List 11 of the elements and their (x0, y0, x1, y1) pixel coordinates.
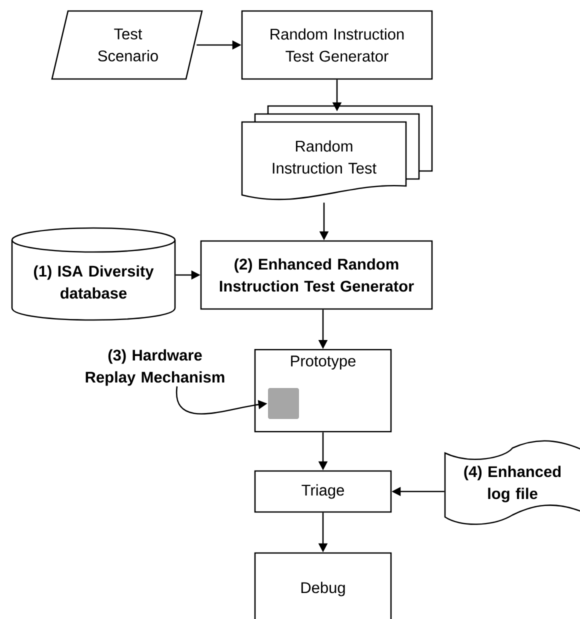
database-cylinder: (1) ISA Diversity database (11, 227, 176, 321)
input-parallelogram: Test Scenario (51, 10, 203, 80)
process-box: Prototype (254, 349, 392, 432)
node-label: (1) ISA Diversity database (34, 265, 154, 299)
process-box: Random Instruction Test Generator (241, 10, 433, 80)
component-square (268, 388, 299, 419)
callout-text: (3) Hardware Replay Mechanism (86, 349, 224, 386)
document-stack: Random Instruction Test (241, 105, 433, 200)
process-box: Triage (254, 470, 392, 513)
process-box: (2) Enhanced Random Instruction Test Generator (200, 240, 433, 310)
process-box: Debug (254, 552, 392, 619)
